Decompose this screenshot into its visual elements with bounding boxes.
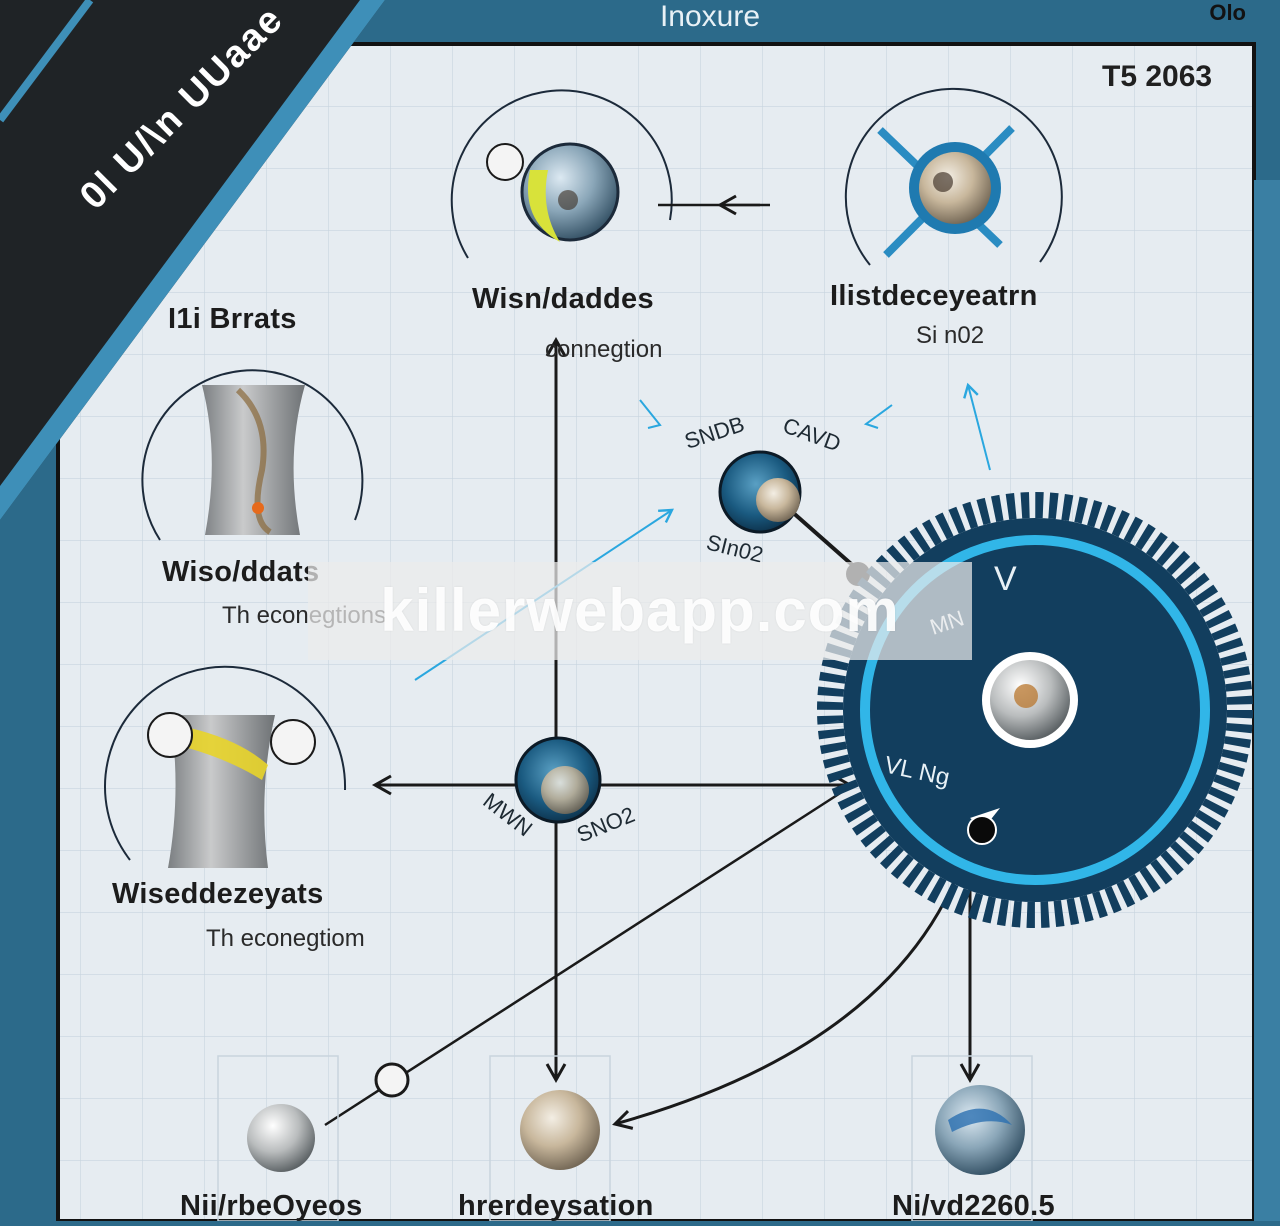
node-left-lower-badge-left xyxy=(147,712,193,758)
right-strip xyxy=(1254,180,1280,1221)
node-left-lower-sublabel: Th econegtiom xyxy=(206,925,365,952)
node-bottom-left-label: Nii/rbeOyeos xyxy=(180,1190,363,1222)
node-left-upper-spot xyxy=(252,502,264,514)
node-bottom-right-sphere xyxy=(935,1085,1025,1175)
blue-arrow-right xyxy=(963,382,991,471)
arrow-curve-gear-to-bottom xyxy=(612,879,957,1130)
header-corner-badge: Olo xyxy=(1209,0,1246,25)
node-left-lower-badge-right xyxy=(270,719,316,765)
node-left-upper-cup xyxy=(202,385,305,535)
reference-code: T5 2063 xyxy=(1102,60,1213,93)
node-top-right-label: Ilistdeceyeatrn xyxy=(830,280,1038,312)
left-group-title: I1i Brrats xyxy=(168,303,297,335)
node-top-center-sublabel: connegtion xyxy=(545,336,663,363)
node-top-right-sphere xyxy=(919,152,991,224)
node-bottom-left-badge xyxy=(374,1062,410,1098)
gear-knob xyxy=(967,815,997,845)
blue-tick-right xyxy=(863,404,893,429)
node-left-lower-label: Wiseddezeyats xyxy=(112,878,324,910)
gear-tag-top: V xyxy=(994,560,1017,598)
arc-left-lower xyxy=(104,665,347,861)
node-bottom-right-label: Ni/vd2260.5 xyxy=(892,1190,1055,1222)
node-left-upper-label: Wiso/ddats xyxy=(162,556,320,588)
watermark-band: killerwebapp.com xyxy=(308,562,972,660)
node-top-center-badge xyxy=(486,143,524,181)
node-bottom-left-sphere xyxy=(247,1104,315,1172)
node-top-center-label: Wisn/daddes xyxy=(472,283,654,315)
arc-top-right xyxy=(844,87,1063,266)
node-top-right-spot xyxy=(933,172,953,192)
node-left-lower-highlight xyxy=(188,728,268,780)
node-bottom-center-label: hrerdeysation xyxy=(458,1190,654,1222)
node-top-center-spot xyxy=(558,190,578,210)
node-left-upper-stain xyxy=(235,387,272,535)
connector-small-node-to-gear xyxy=(788,508,860,572)
node-center-small-inner xyxy=(756,478,800,522)
header-title: Inoxure xyxy=(659,0,761,33)
arc-top-center xyxy=(450,89,673,259)
watermark-text: killerwebapp.com xyxy=(380,577,900,644)
gear-teeth xyxy=(817,492,1253,928)
node-top-center-highlight xyxy=(528,170,560,242)
corner-banner-edge xyxy=(0,0,385,520)
gear-ring xyxy=(860,535,1210,885)
node-bottom-right-highlight xyxy=(948,1108,1012,1132)
corner-banner-stripe xyxy=(0,0,94,123)
blue-tick-left xyxy=(639,399,662,429)
connector-diagonal xyxy=(324,788,846,1127)
node-bottom-center-sphere xyxy=(520,1090,600,1170)
node-hub-inner xyxy=(541,766,589,814)
arc-left-upper xyxy=(141,369,364,541)
gear-center-spot xyxy=(1014,684,1038,708)
node-top-right-sublabel: Si n02 xyxy=(916,322,985,349)
